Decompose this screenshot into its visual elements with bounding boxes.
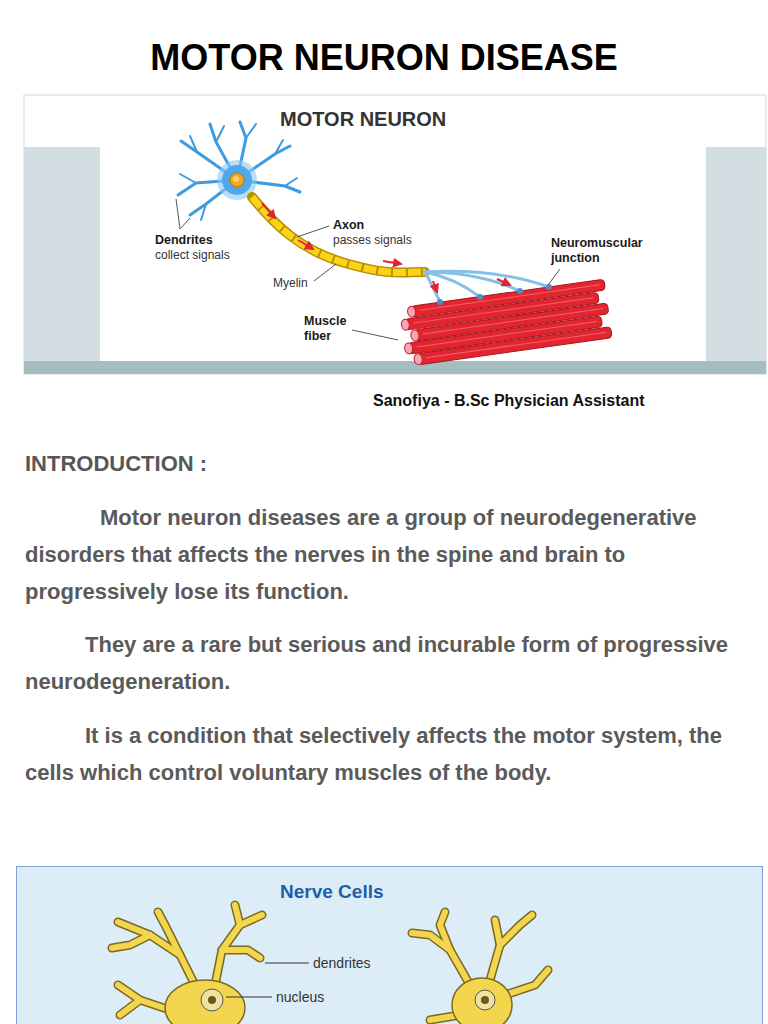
part-label: Dendrites <box>155 233 213 248</box>
neuron-figure <box>24 95 766 374</box>
part-label: Axon <box>333 218 364 233</box>
body-paragraph: Motor neuron diseases are a group of neu… <box>25 499 747 610</box>
panel-heading: Nerve Cells <box>280 880 384 903</box>
nerve-cells-figure <box>17 867 763 1024</box>
part-label: Muscle fiber <box>304 314 359 344</box>
part-note: collect signals <box>155 248 230 263</box>
part-label: dendrites <box>313 955 371 972</box>
body-paragraph: They are a rare but serious and incurabl… <box>25 626 747 700</box>
body-paragraph: It is a condition that selectively affec… <box>25 717 747 791</box>
figure-panel: Nerve Cells <box>16 866 763 1024</box>
page-title: MOTOR NEURON DISEASE <box>0 36 768 80</box>
author-credit: Sanofiya - B.Sc Physician Assistant <box>373 391 645 410</box>
part-label: Neuromuscular junction <box>551 236 676 266</box>
section-heading: INTRODUCTION : <box>25 450 207 477</box>
panel-heading: MOTOR NEURON <box>280 107 446 131</box>
part-label: nucleus <box>276 989 324 1006</box>
part-label: Myelin <box>273 276 308 291</box>
part-note: passes signals <box>333 233 412 248</box>
